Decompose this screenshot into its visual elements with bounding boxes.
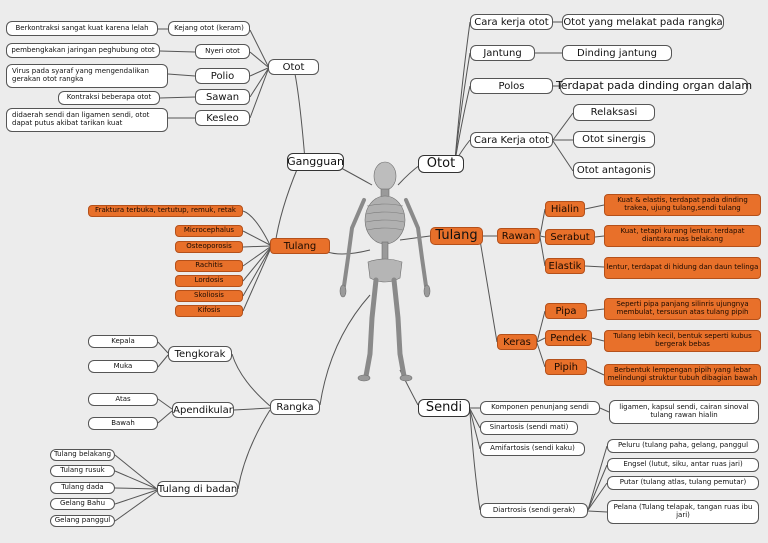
otot-antagonis[interactable]: Otot antagonis [573, 162, 655, 179]
otot-polos[interactable]: Polos [470, 78, 553, 94]
rawan-elastik-desc: lentur, terdapat di hidung dan daun teli… [604, 257, 761, 279]
diartrosis-engsel[interactable]: Engsel (lutut, siku, antar ruas jari) [607, 458, 759, 472]
badan-gelang-panggul[interactable]: Gelang panggul [50, 515, 115, 527]
sendi-komponen[interactable]: Komponen penunjang sendi [480, 401, 600, 415]
tulang-disorder-osteoporosis[interactable]: Osteoporosis [175, 241, 243, 253]
keras-pipih-desc: Berbentuk lempengan pipih yang lebar mel… [604, 364, 761, 386]
diartrosis-pelana[interactable]: Pelana (Tulang telapak, tangan ruas ibu … [607, 500, 759, 524]
otot-disorder-polio-desc: Virus pada syaraf yang mengendalikan ger… [6, 64, 168, 88]
rawan-serabut-desc: Kuat, tetapi kurang lentur. terdapat dia… [604, 225, 761, 247]
otot-disorder-sawan[interactable]: Sawan [195, 89, 250, 105]
otot-cara-kerja-1-value: Otot yang melakat pada rangka [562, 14, 724, 30]
otot-node[interactable]: Otot [418, 155, 464, 173]
rawan-serabut[interactable]: Serabut [545, 229, 595, 245]
tulang-disorder-rachitis[interactable]: Rachitis [175, 260, 243, 272]
rawan-node[interactable]: Rawan [497, 228, 540, 244]
apendikular-node[interactable]: Apendikular [172, 402, 234, 418]
otot-sinergis[interactable]: Otot sinergis [573, 131, 655, 148]
otot-polos-value: Terdapat pada dinding organ dalam [556, 78, 752, 95]
otot-disorder-keram-desc: Berkontraksi sangat kuat karena lelah [6, 21, 158, 36]
otot-disorder-sawan-desc: Kontraksi beberapa otot [58, 91, 160, 105]
badan-tulang-dada[interactable]: Tulang dada [50, 482, 115, 494]
tengkorak-kepala[interactable]: Kepala [88, 335, 158, 348]
otot-jantung-value: Dinding jantung [562, 45, 672, 61]
tulang-disorder-microcephalus[interactable]: Microcephalus [175, 225, 243, 237]
apendikular-bawah[interactable]: Bawah [88, 417, 158, 430]
otot-cara-kerja-1[interactable]: Cara kerja otot [470, 14, 553, 30]
keras-pipa-desc: Seperti pipa panjang silinris ujungnya m… [604, 298, 761, 320]
apendikular-atas[interactable]: Atas [88, 393, 158, 406]
otot-disorder-keram[interactable]: Kejang otot (keram) [168, 21, 250, 36]
otot-relaksasi[interactable]: Relaksasi [573, 104, 655, 121]
otot-disorder-kesleo[interactable]: Kesleo [195, 110, 250, 126]
gangguan-otot-node[interactable]: Otot [268, 59, 319, 75]
keras-pendek-desc: Tulang lebih kecil, bentuk seperti kubus… [604, 330, 761, 352]
sendi-komponen-value: ligamen, kapsul sendi, cairan sinoval tu… [609, 400, 759, 424]
sendi-amfiartosis[interactable]: Amifartosis (sendi kaku) [480, 442, 585, 456]
sendi-node[interactable]: Sendi [418, 399, 470, 417]
tulang-disorder-fraktura[interactable]: Fraktura terbuka, tertutup, remuk, retak [88, 205, 243, 217]
keras-pipa[interactable]: Pipa [545, 303, 587, 319]
rawan-hialin-desc: Kuat & elastis, terdapat pada dinding tr… [604, 194, 761, 216]
sendi-sinartosis[interactable]: Sinartosis (sendi mati) [480, 421, 578, 435]
otot-cara-kerja-2[interactable]: Cara Kerja otot [470, 132, 553, 148]
tulang-disorder-skoliosis[interactable]: Skoliosis [175, 290, 243, 302]
tulang-disorder-kifosis[interactable]: Kifosis [175, 305, 243, 317]
sendi-diartrosis[interactable]: Diartrosis (sendi gerak) [480, 503, 588, 518]
tulang-node[interactable]: Tulang [430, 227, 483, 245]
diartrosis-peluru[interactable]: Peluru (tulang paha, gelang, panggul [607, 439, 759, 453]
keras-pendek[interactable]: Pendek [545, 330, 592, 346]
otot-disorder-nyeri-desc: pembengkakan jaringan peghubung otot [6, 43, 160, 58]
badan-tulang-rusuk[interactable]: Tulang rusuk [50, 465, 115, 477]
keras-node[interactable]: Keras [497, 334, 537, 350]
badan-tulang-belakang[interactable]: Tulang belakang [50, 449, 115, 461]
gangguan-node[interactable]: Gangguan [287, 153, 344, 171]
badan-gelang-bahu[interactable]: Gelang Bahu [50, 498, 115, 510]
rawan-elastik[interactable]: Elastik [545, 258, 585, 274]
tulang-disorder-lordosis[interactable]: Lordosis [175, 275, 243, 287]
tulang-badan-node[interactable]: Tulang di badan [157, 481, 238, 497]
rawan-hialin[interactable]: Hialin [545, 201, 585, 217]
otot-disorder-kesleo-desc: didaerah sendi dan ligamen sendi, otot d… [6, 108, 168, 132]
tengkorak-node[interactable]: Tengkorak [168, 346, 232, 362]
otot-disorder-nyeri[interactable]: Nyeri otot [195, 44, 250, 59]
otot-jantung[interactable]: Jantung [470, 45, 535, 61]
skeleton-icon [339, 161, 431, 382]
rangka-node[interactable]: Rangka [270, 399, 320, 415]
keras-pipih[interactable]: Pipih [545, 359, 587, 375]
diartrosis-putar[interactable]: Putar (tulang atlas, tulang pemutar) [607, 476, 759, 490]
tengkorak-muka[interactable]: Muka [88, 360, 158, 373]
otot-disorder-polio[interactable]: Polio [195, 68, 250, 84]
gangguan-tulang-node[interactable]: Tulang [270, 238, 330, 254]
